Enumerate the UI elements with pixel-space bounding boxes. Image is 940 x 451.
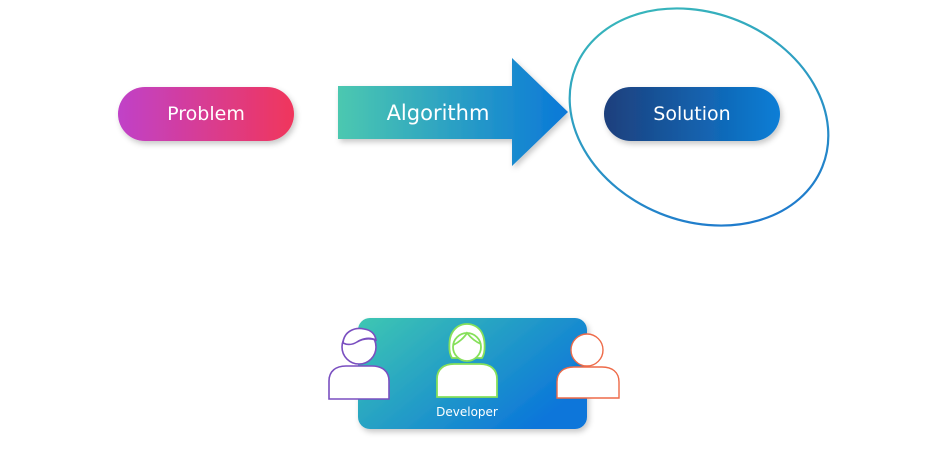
problem-label: Problem <box>167 103 245 125</box>
algorithm-label: Algorithm <box>387 101 490 125</box>
person-icon <box>556 333 620 399</box>
solution-pill <box>604 87 780 141</box>
problem-pill <box>118 87 294 141</box>
developer-label: Developer <box>436 405 498 419</box>
highlight-ellipse <box>568 7 830 227</box>
person-icon <box>328 327 390 400</box>
solution-label: Solution <box>653 103 730 125</box>
arrow-shape <box>338 58 568 166</box>
solution-node: Solution <box>604 87 780 141</box>
person-icon <box>436 323 498 398</box>
algorithm-arrow: Algorithm <box>338 58 568 166</box>
problem-node: Problem <box>118 87 294 141</box>
